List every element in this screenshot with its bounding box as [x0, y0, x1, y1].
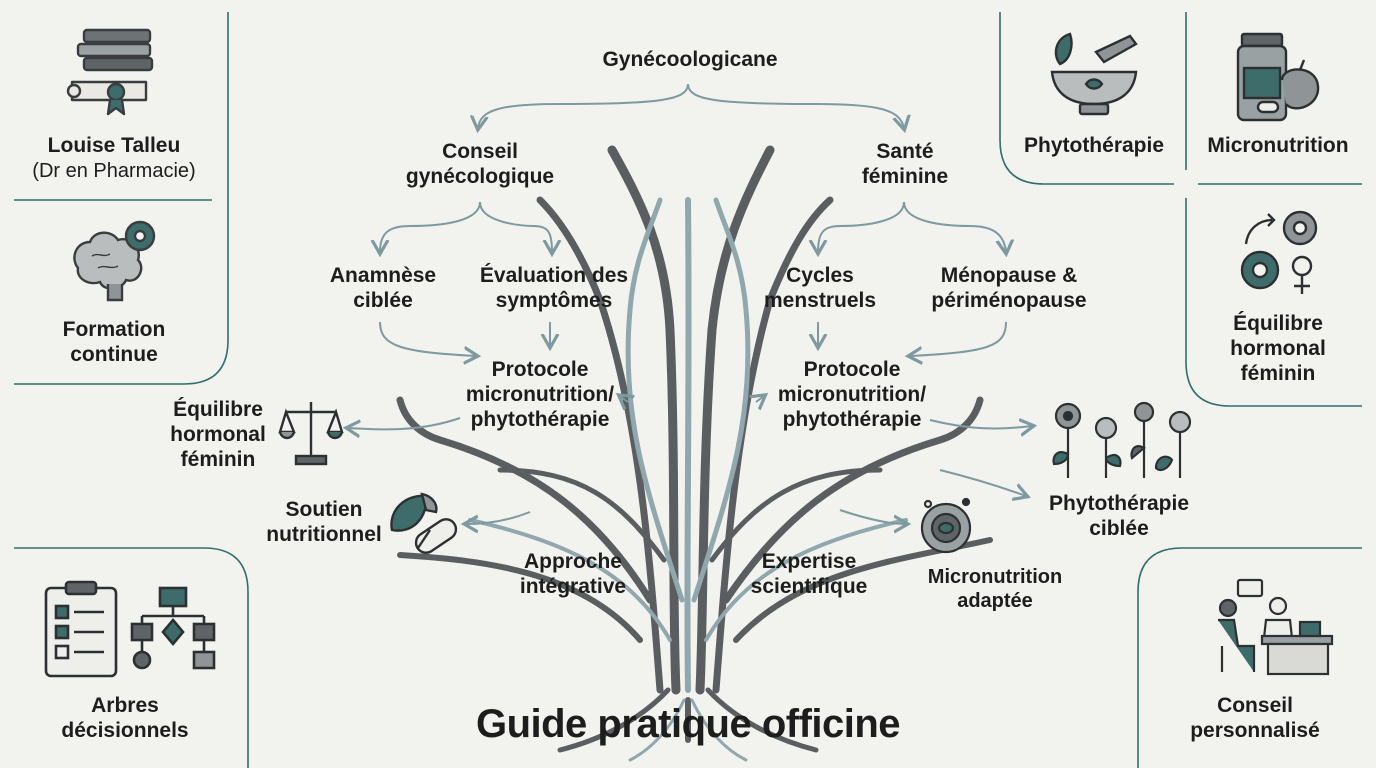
- brain-gears-icon: [73, 220, 156, 302]
- panel-phytotherapie: Phytothérapie: [1023, 134, 1165, 157]
- author-role: (Dr en Pharmacie): [32, 160, 196, 182]
- page-title: Guide pratique officine: [475, 702, 901, 746]
- mortar-pestle-icon: [1050, 32, 1138, 116]
- panel-micronutrition: Micronutrition: [1207, 134, 1349, 157]
- node-menopause: Ménopause &périménopause: [931, 264, 1087, 312]
- checklist-flowchart-icon: [44, 580, 216, 678]
- cell-icon: [920, 497, 972, 554]
- consultation-icon: [1218, 578, 1334, 676]
- leaf-capsule-icon: [390, 492, 458, 554]
- supplement-bottle-icon: [1236, 32, 1320, 122]
- flowers-icon: [1052, 401, 1192, 478]
- books-diploma-icon: [66, 28, 154, 116]
- hormone-gears-icon: [1240, 210, 1318, 294]
- scales-icon: [278, 402, 344, 466]
- author-name: Louise Talleu: [47, 134, 181, 157]
- root-node: Gynécoologicane: [602, 48, 778, 71]
